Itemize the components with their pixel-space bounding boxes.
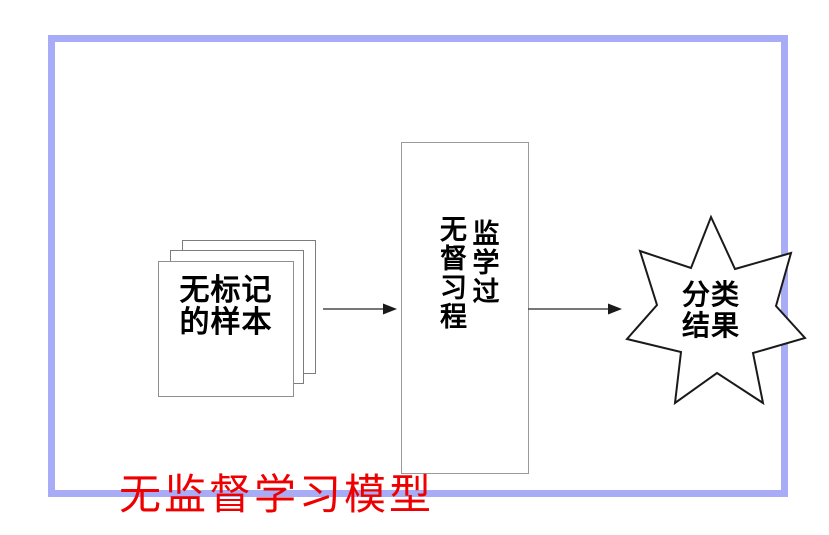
process-label-column-left: 无督习程 (435, 215, 466, 331)
arrow-documents-to-process (323, 303, 397, 315)
process-label: 监学过 无督习程 (402, 143, 530, 475)
classification-result-label-line-2: 结果 (681, 309, 740, 342)
unlabeled-samples-node: 无标记 的样本 (158, 240, 318, 400)
star-burst-icon (625, 214, 807, 406)
unsupervised-learning-process-node: 监学过 无督习程 (401, 142, 529, 474)
unlabeled-samples-label-line-2: 的样本 (179, 305, 273, 341)
unlabeled-samples-label-line-1: 无标记 (179, 273, 273, 308)
diagram-frame: 无标记 的样本 监学过 无督习程 分类 (48, 35, 807, 518)
figure-caption: 无监督学习模型 (119, 470, 435, 519)
classification-result-label-line-1: 分类 (681, 278, 740, 312)
arrow-process-to-result (528, 303, 622, 315)
classification-result-node (613, 213, 809, 407)
classification-result-label: 分类 结果 (613, 213, 809, 407)
process-label-column-right: 监学过 (467, 219, 499, 306)
document-sheet-front (158, 261, 294, 397)
unlabeled-samples-label: 无标记 的样本 (158, 261, 294, 397)
